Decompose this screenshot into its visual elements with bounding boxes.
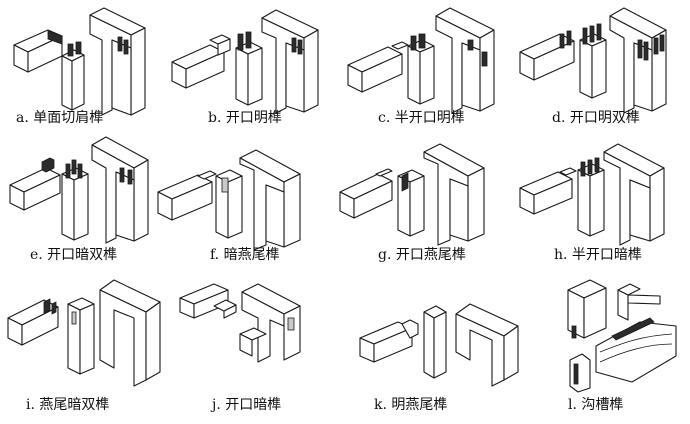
joint-d-caption: d. 开口明双榫 — [552, 110, 640, 126]
joint-i-caption: i. 燕尾暗双榫 — [26, 397, 109, 413]
joint-k-illustration — [359, 303, 519, 387]
joint-k-caption: k. 明燕尾榫 — [374, 397, 447, 413]
joint-a-illustration — [13, 7, 146, 116]
joint-l-illustration — [567, 279, 677, 393]
joint-i-illustration — [7, 279, 161, 387]
joint-e-caption: e. 开口暗双榫 — [30, 247, 117, 263]
joint-h-caption: h. 半开口暗榫 — [554, 247, 642, 263]
joint-g-illustration — [339, 143, 485, 246]
joint-h-illustration — [519, 143, 665, 246]
joint-g-caption: g. 开口燕尾榫 — [378, 247, 466, 263]
joint-c-caption: c. 半开口明榫 — [378, 110, 465, 126]
joint-a-caption: a. 单面切肩榫 — [16, 110, 103, 126]
joint-e-illustration — [9, 136, 149, 244]
joint-j-caption: j. 开口暗榫 — [210, 397, 281, 413]
joint-l-caption: l. 沟槽榫 — [568, 397, 623, 413]
joint-d-illustration — [519, 7, 667, 114]
joint-b-caption: b. 开口明榫 — [208, 110, 282, 126]
joint-b-illustration — [171, 9, 319, 114]
joint-f-illustration — [157, 149, 301, 251]
joint-j-illustration — [179, 283, 301, 363]
joint-f-caption: f. 暗燕尾榫 — [210, 247, 280, 263]
joint-c-illustration — [347, 7, 495, 114]
